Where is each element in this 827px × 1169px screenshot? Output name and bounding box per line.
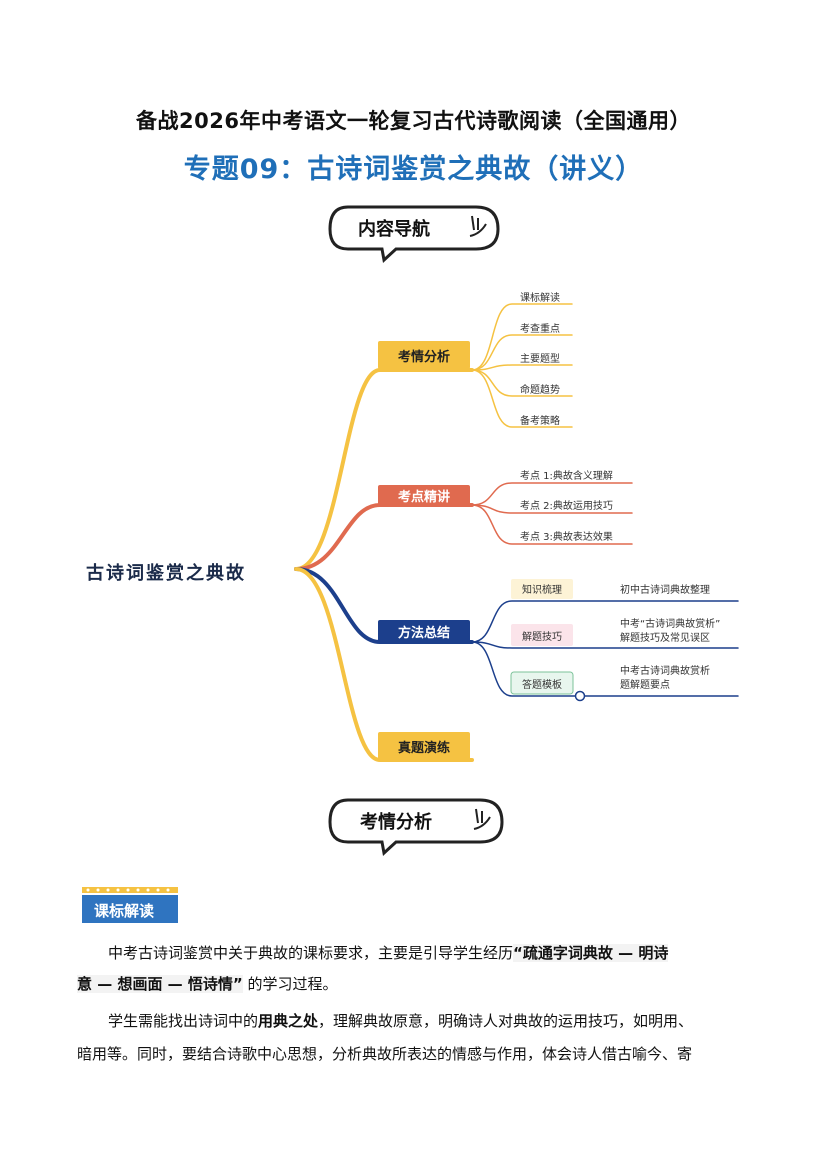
paragraph-2: 学生需能找出诗词中的用典之处，理解典故原意，明确诗人对典故的运用技巧，如明用、 xyxy=(77,1006,753,1037)
branch-kaoqing: 考情分析 xyxy=(378,341,470,369)
tag-box xyxy=(510,671,574,695)
sparkle-icon xyxy=(469,215,487,237)
leaf-item: 考点 2:典故运用技巧 xyxy=(520,499,613,512)
tag-box xyxy=(511,579,573,599)
badge-shape xyxy=(82,887,178,923)
leaf-item: 命题趋势 xyxy=(520,383,560,396)
section-bubble-label: 考情分析 xyxy=(360,812,432,833)
leaf-item: 解题技巧及常见误区 xyxy=(620,631,710,644)
text-run: 中考古诗词鉴赏中关于典故的课标要求，主要是引导学生经历 xyxy=(108,944,514,962)
branch-label: 真题演练 xyxy=(398,740,450,756)
branch-zhenti: 真题演练 xyxy=(378,732,470,760)
text-run: 暗用等。同时，要结合诗歌中心思想，分析典故所表达的情感与作用，体会诗人借古喻今、… xyxy=(77,1045,693,1063)
branch-label: 考情分析 xyxy=(398,349,450,365)
nav-bubble: 内容导航 xyxy=(326,202,502,264)
leaf-item: 考点 1:典故含义理解 xyxy=(520,469,613,482)
leaf-item: 备考策略 xyxy=(520,414,560,427)
leaf-item: 考点 3:典故表达效果 xyxy=(520,530,613,543)
section-bubble: 考情分析 xyxy=(326,795,506,857)
tag-label: 知识梳理 xyxy=(522,583,562,596)
sparkle-icon xyxy=(473,808,491,830)
text-run: ，理解典故原意，明确诗人对典故的运用技巧，如明用、 xyxy=(318,1012,694,1030)
emphasis-text: “疏通字词典故 — 明诗 xyxy=(513,944,669,962)
mind-map: 古诗词鉴赏之典故 考情分析 xyxy=(0,280,827,780)
tag-box xyxy=(511,624,573,646)
leaf-item: 中考古诗词典故赏析 xyxy=(620,664,710,677)
nav-bubble-label: 内容导航 xyxy=(358,219,430,240)
emphasis-text: 用典之处 xyxy=(258,1012,319,1030)
mind-map-diagram: 古诗词鉴赏之典故 考情分析 xyxy=(86,291,739,762)
leaf-item: 主要题型 xyxy=(520,352,560,365)
branch-kaodian: 考点精讲 xyxy=(378,485,470,505)
text-run: 学生需能找出诗词中的 xyxy=(108,1012,259,1030)
leaf-item: 考查重点 xyxy=(520,322,560,335)
speech-bubble-shape xyxy=(328,205,500,263)
badge-label: 课标解读 xyxy=(94,902,155,920)
tag-label: 答题模板 xyxy=(522,678,562,691)
emphasis-text: 意 — 想画面 — 悟诗情” xyxy=(77,975,243,993)
paragraph-1-cont: 意 — 想画面 — 悟诗情” 的学习过程。 xyxy=(77,969,753,1000)
branch-label: 考点精讲 xyxy=(398,489,450,505)
leaf-item: 初中古诗词典故整理 xyxy=(620,583,710,596)
leaf-item: 题解题要点 xyxy=(620,678,670,691)
leaf-item: 中考“古诗词典故赏析” xyxy=(620,617,720,630)
document-title: 备战2026年中考语文一轮复习古代诗歌阅读（全国通用） xyxy=(136,109,691,133)
speech-bubble-shape xyxy=(328,798,504,856)
paragraph-2-cont: 暗用等。同时，要结合诗歌中心思想，分析典故所表达的情感与作用，体会诗人借古喻今、… xyxy=(77,1039,753,1070)
branch-fangfa: 方法总结 xyxy=(378,620,470,642)
paragraph-1: 中考古诗词鉴赏中关于典故的课标要求，主要是引导学生经历“疏通字词典故 — 明诗 xyxy=(77,938,753,969)
section-badge: 课标解读 xyxy=(82,887,178,923)
tag-label: 解题技巧 xyxy=(522,630,562,643)
text-run: 的学习过程。 xyxy=(247,975,338,993)
branch-label: 方法总结 xyxy=(398,625,450,641)
mind-map-center: 古诗词鉴赏之典故 xyxy=(86,562,246,584)
document-subtitle: 专题09：古诗词鉴赏之典故（讲义） xyxy=(183,154,644,185)
leaf-item: 课标解读 xyxy=(520,291,560,304)
